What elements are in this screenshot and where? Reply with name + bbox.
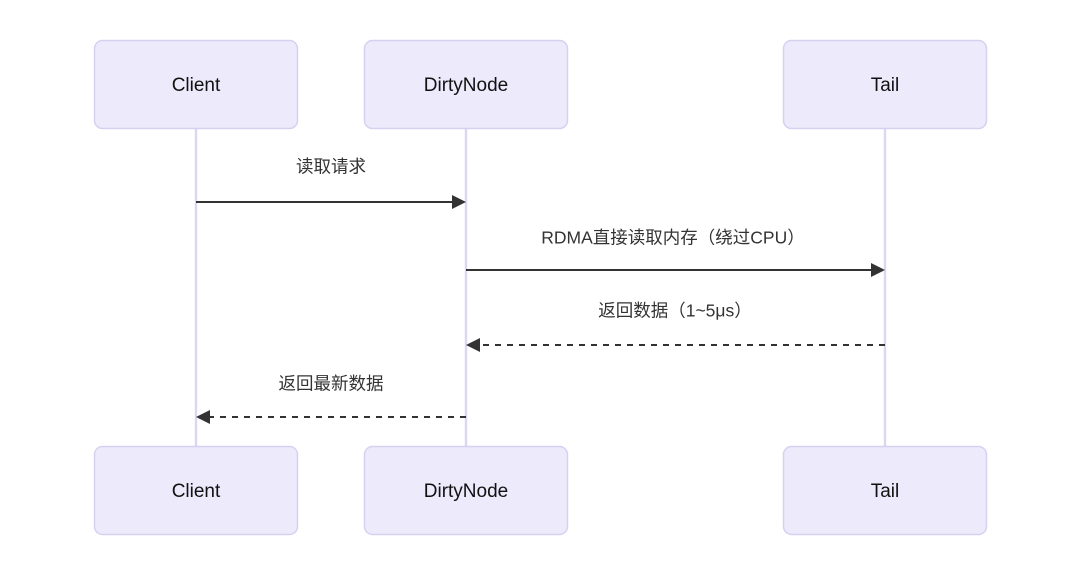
actor-box-tail-top[interactable]: Tail [782, 39, 988, 130]
lifelines-group [194, 128, 887, 446]
actor-box-tail-bottom[interactable]: Tail [782, 445, 988, 536]
message-label-read-request: 读取请求 [296, 157, 366, 177]
message-return-data[interactable]: 返回数据（1~5μs） [466, 301, 885, 352]
actor-boxes-top: Client DirtyNode Tail [93, 39, 988, 130]
actor-box-client-bottom-rect [93, 445, 299, 536]
actor-boxes-bottom: Client DirtyNode Tail [93, 445, 988, 536]
actor-box-dirtynode-bottom-rect [363, 445, 569, 536]
actor-box-tail-top-rect [782, 39, 988, 130]
actor-label-dirtynode-top: DirtyNode [424, 75, 508, 96]
arrowhead-return-latest-data [196, 410, 210, 424]
message-label-return-data: 返回数据（1~5μs） [598, 301, 752, 321]
actor-box-client-top-rect [93, 39, 299, 130]
actor-box-dirtynode-top[interactable]: DirtyNode [363, 39, 569, 130]
arrowhead-return-data [466, 338, 480, 352]
actor-box-client-top[interactable]: Client [93, 39, 299, 130]
actor-box-dirtynode-top-rect [363, 39, 569, 130]
message-label-rdma-direct-read: RDMA直接读取内存（绕过CPU） [541, 228, 804, 248]
message-rdma-direct-read[interactable]: RDMA直接读取内存（绕过CPU） [466, 228, 885, 277]
actor-label-tail-bottom: Tail [871, 481, 900, 502]
actor-box-dirtynode-bottom[interactable]: DirtyNode [363, 445, 569, 536]
actor-label-client-bottom: Client [172, 481, 221, 502]
actor-box-tail-bottom-rect [782, 445, 988, 536]
actor-label-tail-top: Tail [871, 75, 900, 96]
arrowhead-read-request [452, 195, 466, 209]
message-return-latest-data[interactable]: 返回最新数据 [196, 374, 466, 424]
actor-label-client-top: Client [172, 75, 221, 96]
actor-label-dirtynode-bottom: DirtyNode [424, 481, 508, 502]
message-read-request[interactable]: 读取请求 [196, 157, 466, 209]
actor-box-client-bottom[interactable]: Client [93, 445, 299, 536]
arrowhead-rdma-direct-read [871, 263, 885, 277]
message-label-return-latest-data: 返回最新数据 [279, 374, 384, 394]
